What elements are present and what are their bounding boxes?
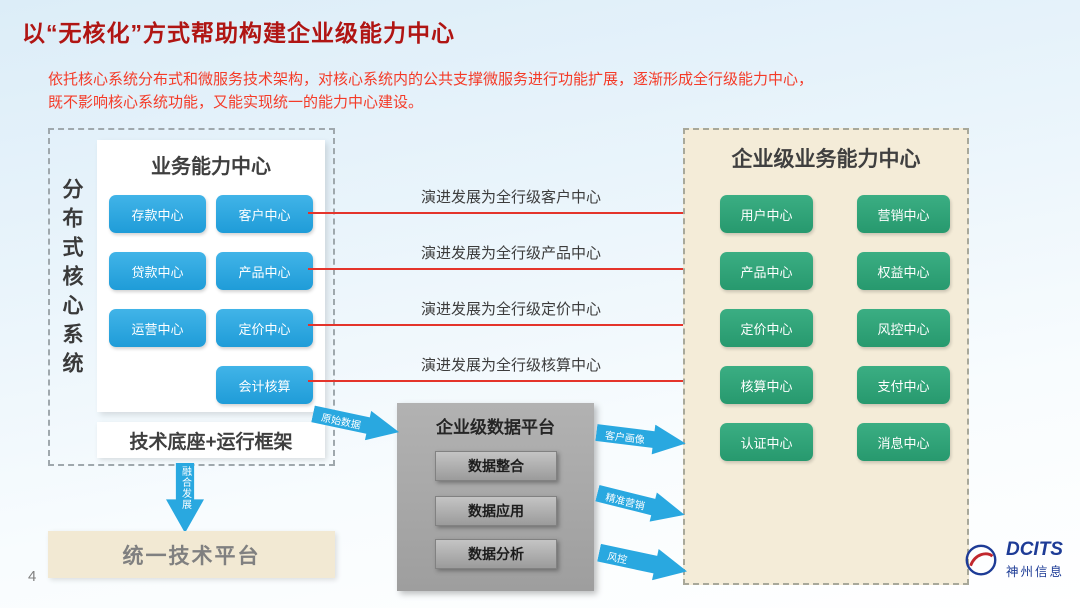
evolution-label-accounting: 演进发展为全行级核算中心 xyxy=(420,357,601,374)
slide-title: 以“无核化”方式帮助构建企业级能力中心 xyxy=(22,20,455,46)
evolution-line-accounting xyxy=(308,380,706,382)
chip-customer-center: 客户中心 xyxy=(216,195,313,233)
data-analysis-item: 数据分析 xyxy=(435,539,557,569)
chip-marketing-center: 营销中心 xyxy=(857,195,950,233)
chip-user-center: 用户中心 xyxy=(720,195,813,233)
chip-product-center: 产品中心 xyxy=(216,252,313,290)
chip-operation-center: 运营中心 xyxy=(109,309,206,347)
chip-loan-center: 贷款中心 xyxy=(109,252,206,290)
chip-pricing-center-ent: 定价中心 xyxy=(720,309,813,347)
dcits-company-text: 神州信息 xyxy=(1005,564,1064,579)
description-line-2: 既不影响核心系统功能，又能实现统一的能力中心建设。 xyxy=(48,94,424,112)
chip-payment-center: 支付中心 xyxy=(857,366,950,404)
distributed-core-system-panel: 分布式核心系统 业务能力中心 存款中心 客户中心 贷款中心 产品中心 运营中心 … xyxy=(48,128,335,466)
evolution-line-customer xyxy=(308,212,706,214)
chip-accounting: 会计核算 xyxy=(216,366,313,404)
precision-marketing-arrow-icon: 精准营销 xyxy=(594,479,689,530)
dcits-logo: DCITS 神州信息 xyxy=(962,539,1064,580)
evolution-label-product: 演进发展为全行级产品中心 xyxy=(420,245,601,262)
chip-pricing-center: 定价中心 xyxy=(216,309,313,347)
business-capability-center-box: 业务能力中心 存款中心 客户中心 贷款中心 产品中心 运营中心 定价中心 会计核… xyxy=(97,140,325,412)
enterprise-capability-title: 企业级业务能力中心 xyxy=(731,148,921,171)
business-capability-center-title: 业务能力中心 xyxy=(151,156,271,178)
data-application-item: 数据应用 xyxy=(435,496,557,526)
slide-description: 依托核心系统分布式和微服务技术架构，对核心系统内的公共支撑微服务进行功能扩展，逐… xyxy=(48,68,988,115)
evolution-label-customer: 演进发展为全行级客户中心 xyxy=(420,189,601,206)
distributed-core-system-label: 分布式核心系统 xyxy=(60,178,83,381)
tech-base-label: 技术底座+运行框架 xyxy=(97,422,325,458)
data-integration-item: 数据整合 xyxy=(435,451,557,481)
evolution-line-product xyxy=(308,268,706,270)
dcits-logo-text: DCITS 神州信息 xyxy=(1005,539,1064,580)
evolution-label-pricing: 演进发展为全行级定价中心 xyxy=(420,301,601,318)
evolution-line-pricing xyxy=(308,324,706,326)
chip-product-center-ent: 产品中心 xyxy=(720,252,813,290)
chip-accounting-center: 核算中心 xyxy=(720,366,813,404)
customer-profile-arrow-icon: 客户画像 xyxy=(595,418,688,459)
enterprise-capability-panel: 企业级业务能力中心 用户中心 营销中心 产品中心 权益中心 定价中心 风控中心 … xyxy=(683,128,969,585)
chip-rights-center: 权益中心 xyxy=(857,252,950,290)
fusion-development-arrow-icon: 融合发展 xyxy=(166,463,204,533)
data-platform-title: 企业级数据平台 xyxy=(436,418,555,437)
dcits-logo-icon xyxy=(965,544,997,576)
enterprise-capability-grid: 用户中心 营销中心 产品中心 权益中心 定价中心 风控中心 核算中心 支付中心 … xyxy=(720,195,950,461)
risk-control-arrow-icon: 风控 xyxy=(596,537,691,587)
chip-auth-center: 认证中心 xyxy=(720,423,813,461)
page-number: 4 xyxy=(28,568,37,585)
business-capability-grid: 存款中心 客户中心 贷款中心 产品中心 运营中心 定价中心 会计核算 xyxy=(109,195,313,404)
chip-message-center: 消息中心 xyxy=(857,423,950,461)
enterprise-data-platform-box: 企业级数据平台 数据整合 数据应用 数据分析 xyxy=(397,403,594,591)
dcits-brand-text: DCITS xyxy=(1005,539,1063,560)
fusion-development-label: 融合发展 xyxy=(179,466,191,510)
chip-deposit-center: 存款中心 xyxy=(109,195,206,233)
unified-tech-platform-box: 统一技术平台 xyxy=(48,531,335,578)
description-line-1: 依托核心系统分布式和微服务技术架构，对核心系统内的公共支撑微服务进行功能扩展，逐… xyxy=(48,71,814,88)
chip-risk-center: 风控中心 xyxy=(857,309,950,347)
